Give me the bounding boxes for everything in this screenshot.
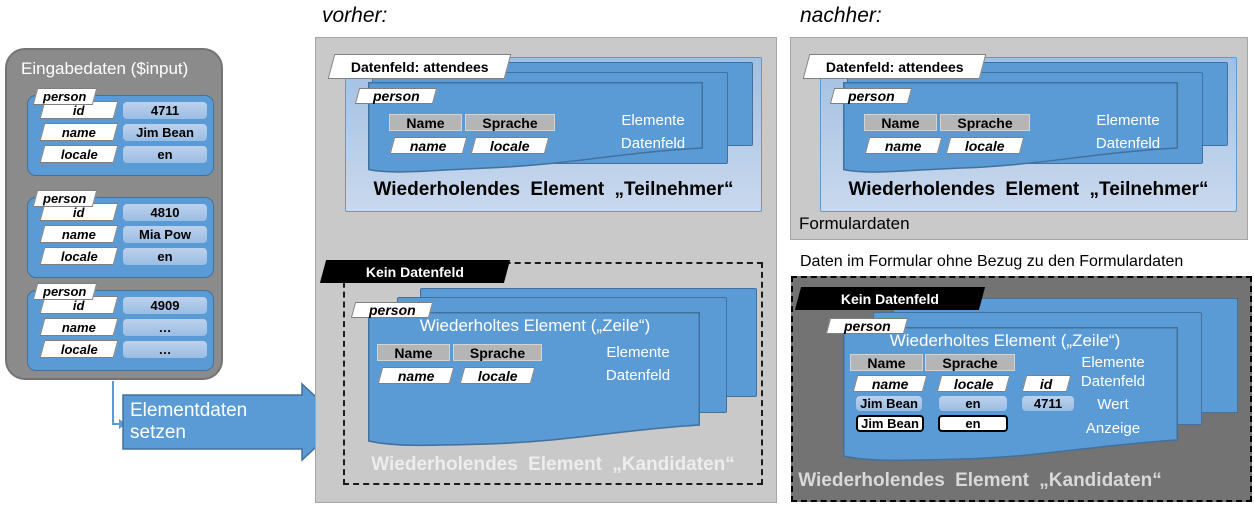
column-header-chip: Sprache: [453, 344, 542, 361]
input-data-panel: Eingabedaten ($input) person id 4711 nam…: [5, 48, 223, 380]
field-tab: locale: [470, 137, 550, 154]
field-label-tab: name: [39, 123, 119, 141]
field-value-chip: 4909: [122, 296, 208, 315]
person-tab: person: [32, 283, 98, 300]
caption-kandidaten: Wiederholendes Element „Kandidaten“: [798, 470, 1162, 491]
person-card: id 4810 name Mia Pow locale en: [27, 197, 214, 278]
field-tab: locale: [936, 375, 1011, 392]
field-value-chip: Jim Bean: [122, 123, 208, 142]
card-title-zeile: Wiederholtes Element („Zeile“): [419, 316, 651, 335]
person-card: id 4909 name … locale …: [27, 290, 214, 371]
layer-label-datenfeld: Datenfeld: [605, 367, 671, 384]
layer-label-elemente: Elemente: [606, 344, 670, 361]
display-chip: Jim Bean: [856, 415, 924, 432]
column-header-chip: Sprache: [925, 354, 1015, 371]
column-header-chip: Sprache: [465, 114, 555, 131]
field-value-chip: Mia Pow: [122, 225, 208, 244]
kein-datenfeld-tab: Kein Datenfeld: [319, 260, 511, 283]
field-tab: name: [852, 375, 928, 392]
connector-line-horizontal: [112, 423, 120, 425]
person-tab: person: [354, 88, 438, 104]
datenfeld-attendees-tab: Datenfeld: attendees: [802, 54, 987, 79]
field-row: locale …: [39, 340, 208, 359]
field-value-chip: …: [122, 340, 208, 359]
layer-label-elemente: Elemente: [1096, 112, 1160, 129]
connector-line-vertical: [112, 381, 114, 424]
field-tab: name: [377, 367, 455, 384]
vorher-kandidaten-wave-card: [368, 312, 700, 447]
field-row: name Mia Pow: [39, 225, 208, 244]
vorher-kandidaten-dashed-box: [343, 262, 763, 485]
field-row: name Jim Bean: [39, 123, 208, 142]
field-row: id 4909: [39, 296, 208, 315]
formulardaten-label: Formulardaten: [799, 214, 910, 233]
field-tab: locale: [945, 137, 1025, 154]
field-label-tab: locale: [39, 340, 119, 358]
layer-label-datenfeld: Datenfeld: [1080, 373, 1146, 390]
datenfeld-attendees-tab: Datenfeld: attendees: [327, 54, 512, 79]
layer-label-wert: Wert: [1097, 396, 1129, 413]
column-header-chip: Sprache: [940, 114, 1030, 131]
caption-teilnehmer: Wiederholendes Element „Teilnehmer“: [848, 179, 1209, 200]
field-label-tab: name: [39, 225, 119, 243]
display-chip: en: [938, 415, 1008, 432]
field-value-chip: en: [122, 145, 208, 164]
note-heading: Daten im Formular ohne Bezug zu den Form…: [800, 253, 1184, 270]
elementdaten-arrow-label: Elementdaten setzen: [130, 400, 248, 443]
field-tab: locale: [459, 367, 536, 384]
field-row: locale en: [39, 145, 208, 164]
column-header-chip: Name: [850, 354, 923, 371]
column-header-chip: Name: [377, 344, 450, 361]
person-card: id 4711 name Jim Bean locale en: [27, 95, 214, 176]
field-label-tab: locale: [39, 247, 119, 265]
layer-label-datenfeld: Datenfeld: [620, 135, 686, 152]
field-value-chip: en: [122, 247, 208, 266]
value-chip: Jim Bean: [855, 395, 923, 412]
field-value-chip: 4810: [122, 203, 208, 222]
field-value-chip: 4711: [122, 101, 208, 120]
person-tab: person: [32, 190, 98, 207]
column-header-chip: Name: [389, 114, 462, 131]
field-tab: name: [864, 137, 943, 154]
layer-label-elemente: Elemente: [621, 112, 685, 129]
field-value-chip: …: [122, 318, 208, 337]
value-chip: en: [938, 395, 1008, 412]
column-header-chip: Name: [864, 114, 937, 131]
card-title-zeile: Wiederholtes Element („Zeile“): [889, 331, 1121, 350]
layer-label-anzeige: Anzeige: [1085, 420, 1141, 437]
caption-teilnehmer: Wiederholendes Element „Teilnehmer“: [373, 179, 734, 200]
kein-datenfeld-tab: Kein Datenfeld: [794, 287, 986, 310]
layer-label-elemente: Elemente: [1081, 354, 1145, 371]
section-title-nachher: nachher:: [800, 4, 882, 27]
field-row: name …: [39, 318, 208, 337]
field-tab: name: [389, 137, 468, 154]
section-title-vorher: vorher:: [322, 4, 388, 27]
input-panel-title: Eingabedaten ($input): [21, 59, 189, 78]
layer-label-datenfeld: Datenfeld: [1095, 135, 1161, 152]
person-tab: person: [829, 88, 913, 104]
field-row: locale en: [39, 247, 208, 266]
value-chip: 4711: [1021, 395, 1075, 412]
field-label-tab: locale: [39, 145, 119, 163]
caption-kandidaten: Wiederholendes Element „Kandidaten“: [371, 454, 735, 475]
field-label-tab: name: [39, 318, 119, 336]
field-row: id 4810: [39, 203, 208, 222]
person-tab: person: [32, 88, 98, 105]
field-row: id 4711: [39, 101, 208, 120]
